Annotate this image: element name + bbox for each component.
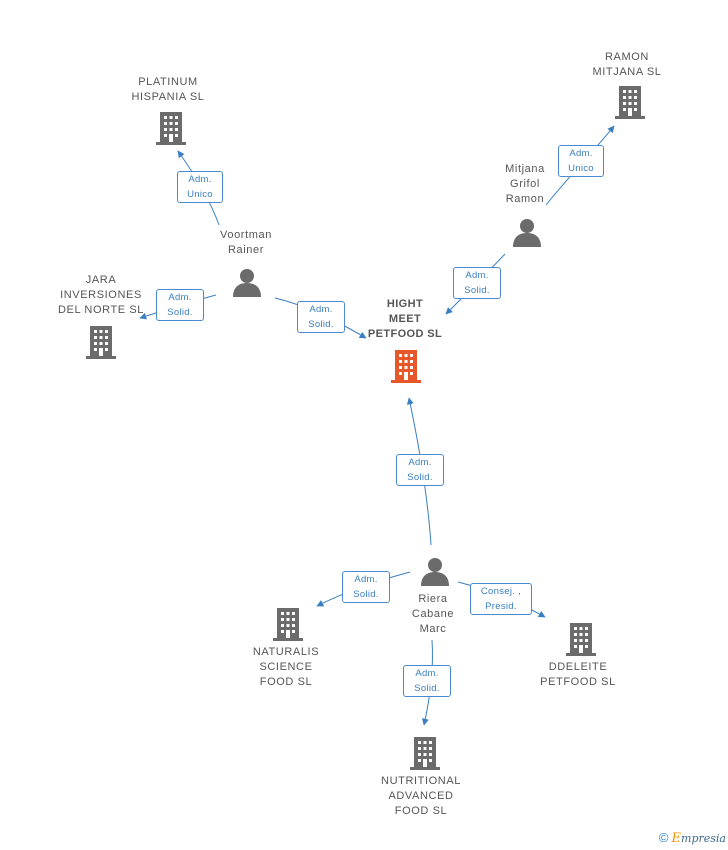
building-icon	[615, 86, 645, 119]
edge-label-riera-hight: Adm. Solid.	[396, 454, 444, 486]
edge-label-voortman-hight: Adm. Solid.	[297, 301, 345, 333]
brand-logo-initial: E	[671, 831, 682, 846]
copyright-icon: ©	[658, 830, 669, 845]
node-label-ddeleite: DDELEITE PETFOOD SL	[540, 661, 616, 688]
edge-label-mitjana-hight: Adm. Solid.	[453, 267, 501, 299]
building-icon	[273, 608, 303, 641]
edges	[139, 125, 615, 726]
edge-label-riera-ddeleite: Consej. , Presid.	[470, 583, 532, 615]
node-label-nutritional: NUTRITIONAL ADVANCED FOOD SL	[381, 775, 461, 817]
edge-label-riera-naturalis: Adm. Solid.	[342, 571, 390, 603]
edge-label-voortman-jara: Adm. Solid.	[156, 289, 204, 321]
building-icon-main	[391, 350, 421, 383]
node-label-naturalis: NATURALIS SCIENCE FOOD SL	[252, 646, 320, 688]
building-icon	[566, 623, 596, 656]
edge-label-voortman-platinum: Adm. Unico	[177, 171, 223, 203]
node-label-jara: JARA INVERSIONES DEL NORTE SL	[57, 274, 145, 316]
edge-label-riera-nutritional: Adm. Solid.	[403, 665, 451, 697]
node-label-riera: Riera Cabane Marc	[411, 593, 455, 635]
node-label-hight-meet: HIGHT MEET PETFOOD SL	[367, 298, 443, 340]
person-icon	[233, 269, 261, 297]
building-icon	[86, 326, 116, 359]
person-icon	[421, 558, 449, 586]
building-icon	[156, 112, 186, 145]
edge-label-mitjana-ramon: Adm. Unico	[558, 145, 604, 177]
node-label-voortman: Voortman Rainer	[220, 229, 272, 256]
copyright-footer: © Empresia	[659, 830, 726, 846]
brand-logo-text: mpresia	[681, 832, 726, 845]
node-label-platinum: PLATINUM HISPANIA SL	[131, 76, 205, 103]
person-icon	[513, 219, 541, 247]
building-icon	[410, 737, 440, 770]
node-label-mitjana-grifol: Mitjana Grifol Ramon	[505, 163, 545, 205]
node-label-ramon-mitjana: RAMON MITJANA SL	[592, 51, 662, 78]
